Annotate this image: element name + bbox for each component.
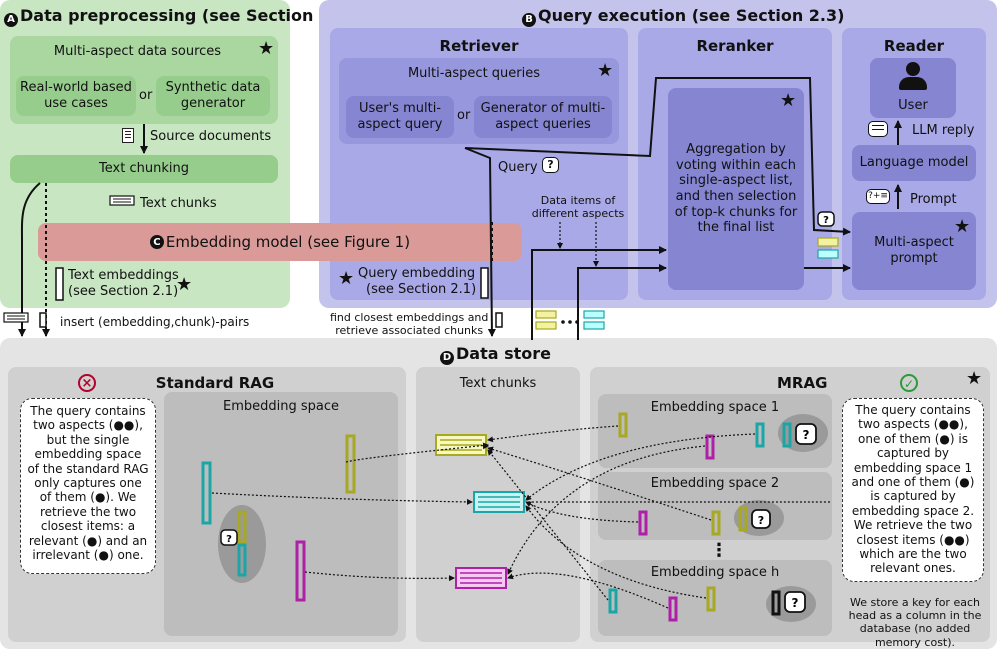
embedding-space-2-box: [598, 472, 832, 540]
query-bubble-icon: ?: [220, 529, 238, 546]
retriever-title: Retriever: [439, 37, 519, 55]
text-embeddings-line1: Text embeddings: [68, 268, 179, 283]
preprocessing-arrows: [18, 124, 148, 337]
preprocessing-title-text: Data preprocessing (see Section 2.2): [20, 6, 355, 25]
or-label-2: or: [457, 108, 471, 123]
data-store-title-text: Data store: [456, 344, 551, 363]
star-icon: ★: [338, 268, 355, 289]
embedding-vector-icon: [39, 267, 503, 328]
text-chunk-icon: [817, 237, 839, 259]
multi-aspect-queries-title: Multi-aspect queries: [407, 66, 541, 81]
user-icon: [893, 62, 933, 92]
query-embedding-line1: Query embedding: [358, 266, 476, 281]
star-icon: ★: [954, 216, 971, 237]
user-label: User: [898, 98, 928, 113]
mrag-title: MRAG: [777, 374, 828, 392]
svg-text:?: ?: [758, 514, 764, 527]
query-bubble-icon: ?: [542, 157, 559, 173]
star-icon: ★: [966, 368, 983, 389]
embedding-space-2-title: Embedding space 2: [650, 476, 780, 491]
multi-aspect-prompt-box: Multi-aspect prompt: [852, 212, 976, 290]
find-closest-line2: retrieve associated chunks: [335, 324, 484, 338]
document-icon: [122, 128, 134, 143]
svg-text:?: ?: [792, 596, 799, 610]
data-items-label: Data items of different aspects: [531, 194, 625, 221]
text-chunking-box: Text chunking: [10, 155, 278, 183]
text-chunk-icon: [3, 312, 29, 323]
embedding-vector-icon: [608, 412, 792, 622]
svg-text:?: ?: [803, 428, 810, 442]
reader-title: Reader: [883, 37, 945, 55]
standard-rag-title: Standard RAG: [155, 374, 275, 392]
text-chunks-label: Text chunks: [140, 196, 217, 211]
query-embedding-label: Query embedding (see Section 2.1): [358, 266, 476, 297]
text-chunk-icon: [109, 195, 135, 206]
chat-bubble-icon: [868, 121, 888, 137]
query-label: Query: [498, 160, 538, 175]
stored-chunk-olive: [435, 434, 487, 456]
embedding-vector-icon: [201, 434, 356, 602]
store-key-note: We store a key for each head as a column…: [848, 596, 982, 649]
prompt-label: Prompt: [910, 192, 957, 207]
or-label-1: or: [139, 88, 153, 103]
llm-reply-label: LLM reply: [912, 123, 975, 138]
aggregation-box: Aggregation by voting within each single…: [668, 88, 804, 290]
svg-text:?: ?: [226, 534, 232, 545]
embedding-model-title: Embedding model (see Figure 1): [165, 233, 411, 251]
real-world-box: Real-world based use cases: [16, 76, 136, 116]
vertical-ellipsis: ⋮: [710, 540, 728, 561]
embedding-space-1-title: Embedding space 1: [650, 400, 780, 415]
star-icon: ★: [597, 60, 614, 81]
find-closest-line1: find closest embeddings and: [330, 311, 489, 324]
text-embeddings-line2: (see Section 2.1): [68, 283, 179, 299]
star-icon: ★: [176, 274, 193, 295]
text-chunk-icon: [535, 310, 605, 330]
vector-chunk-links: [211, 425, 830, 609]
generator-box: Generator of multi-aspect queries: [474, 96, 612, 138]
language-model-box: Language model: [852, 145, 976, 181]
section-a-badge: A: [4, 12, 18, 27]
embedding-space-title: Embedding space: [222, 399, 339, 414]
stored-chunk-teal: [473, 491, 525, 513]
insert-label: insert (embedding,chunk)-pairs: [60, 315, 250, 329]
query-bubble-icon: ?: [817, 211, 835, 227]
mrag-note: The query contains two aspects (●●), one…: [842, 398, 984, 582]
data-sources-title: Multi-aspect data sources: [53, 44, 222, 59]
check-icon: ✓: [900, 374, 918, 392]
query-embedding-line2: (see Section 2.1): [366, 281, 477, 297]
text-chunks-title: Text chunks: [459, 376, 537, 391]
query-execution-title-text: Query execution (see Section 2.3): [538, 6, 845, 25]
data-items-dotted-arrows: [557, 222, 599, 267]
cross-icon: ×: [78, 374, 96, 392]
embedding-space-h-title: Embedding space h: [650, 565, 780, 580]
star-icon: ★: [780, 90, 797, 111]
text-embeddings-label: Text embeddings (see Section 2.1): [68, 268, 179, 299]
synthetic-box: Synthetic data generator: [156, 76, 270, 116]
query-arrows: [464, 77, 902, 340]
reranker-title: Reranker: [696, 37, 774, 55]
standard-rag-note: The query contains two aspects (●●), but…: [20, 398, 156, 574]
svg-text:?: ?: [823, 215, 829, 226]
section-c-badge: C: [149, 235, 164, 249]
stored-chunk-magenta: [455, 567, 507, 589]
section-b-badge: B: [522, 12, 536, 27]
source-docs-label: Source documents: [150, 129, 272, 144]
find-closest-label: find closest embeddings and retrieve ass…: [330, 311, 488, 337]
prompt-bubble-icon: ?+≡: [866, 189, 890, 204]
query-bubble-icon: ? ? ?: [751, 423, 817, 613]
star-icon: ★: [258, 38, 275, 59]
users-query-box: User's multi-aspect query: [346, 96, 454, 138]
section-d-badge: D: [440, 350, 454, 365]
